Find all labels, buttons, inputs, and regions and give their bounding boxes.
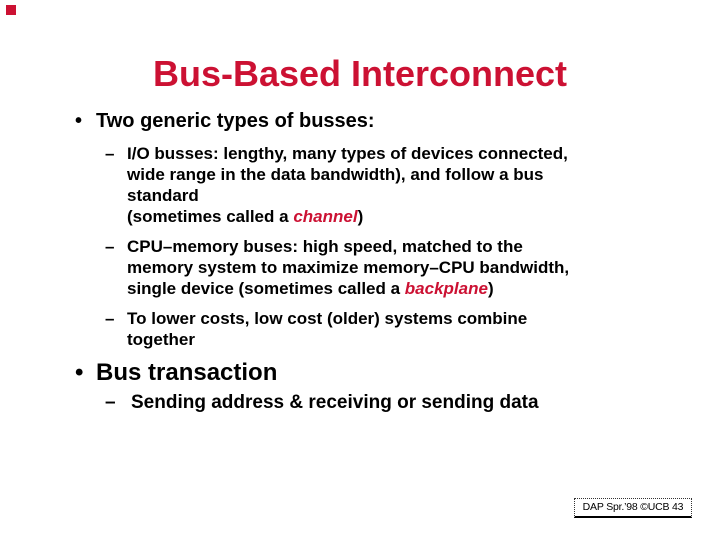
keyword-backplane: backplane xyxy=(404,279,488,298)
dash-icon: – xyxy=(105,237,115,256)
text-line: CPU–memory buses: high speed, matched to… xyxy=(127,237,523,256)
text-line: memory system to maximize memory–CPU ban… xyxy=(127,258,570,277)
text-line: wide range in the data bandwidth), and f… xyxy=(127,165,544,184)
footer-slide-credit: DAP Spr.’98 ©UCB 43 xyxy=(574,498,692,518)
line-suffix: ) xyxy=(487,279,494,298)
sub-item-lower-costs: – To lower costs, low cost (older) syste… xyxy=(105,308,527,350)
sub-item-cpu-memory-buses: – CPU–memory buses: high speed, matched … xyxy=(105,236,569,299)
dash-icon: – xyxy=(105,392,116,413)
bullet-item-2: • Bus transaction xyxy=(68,359,277,387)
slide-title: Bus-Based Interconnect xyxy=(152,53,568,94)
text-line: standard xyxy=(127,186,199,205)
text-line: (sometimes called a channel) xyxy=(127,206,568,227)
line-suffix: ) xyxy=(357,207,364,226)
bullet-label: Bus transaction xyxy=(96,359,278,386)
line-prefix: single device (sometimes called a xyxy=(127,279,405,298)
keyword-channel: channel xyxy=(293,207,358,226)
bullet-icon: • xyxy=(75,110,83,132)
red-square-logo xyxy=(6,5,16,15)
sub-item-text: To lower costs, low cost (older) systems… xyxy=(127,308,527,350)
sub-item-text: I/O busses: lengthy, many types of devic… xyxy=(127,143,568,227)
sub-item-text: Sending address & receiving or sending d… xyxy=(131,391,539,414)
sub-item-sending-address: – Sending address & receiving or sending… xyxy=(105,391,539,414)
sub-item-io-busses: – I/O busses: lengthy, many types of dev… xyxy=(105,143,568,227)
bullet-icon: • xyxy=(75,359,84,386)
dash-icon: – xyxy=(105,309,115,328)
text-line: I/O busses: lengthy, many types of devic… xyxy=(127,144,568,163)
text-line: Sending address & receiving or sending d… xyxy=(131,392,539,413)
sub-item-text: CPU–memory buses: high speed, matched to… xyxy=(127,236,569,299)
text-line: together xyxy=(127,330,195,349)
dash-icon: – xyxy=(105,144,115,163)
text-line: To lower costs, low cost (older) systems… xyxy=(127,309,528,328)
bullet-label: Two generic types of busses: xyxy=(96,110,375,132)
bullet-item-1: • Two generic types of busses: xyxy=(68,109,375,133)
text-line: single device (sometimes called a backpl… xyxy=(127,278,569,299)
line-prefix: (sometimes called a xyxy=(127,207,294,226)
